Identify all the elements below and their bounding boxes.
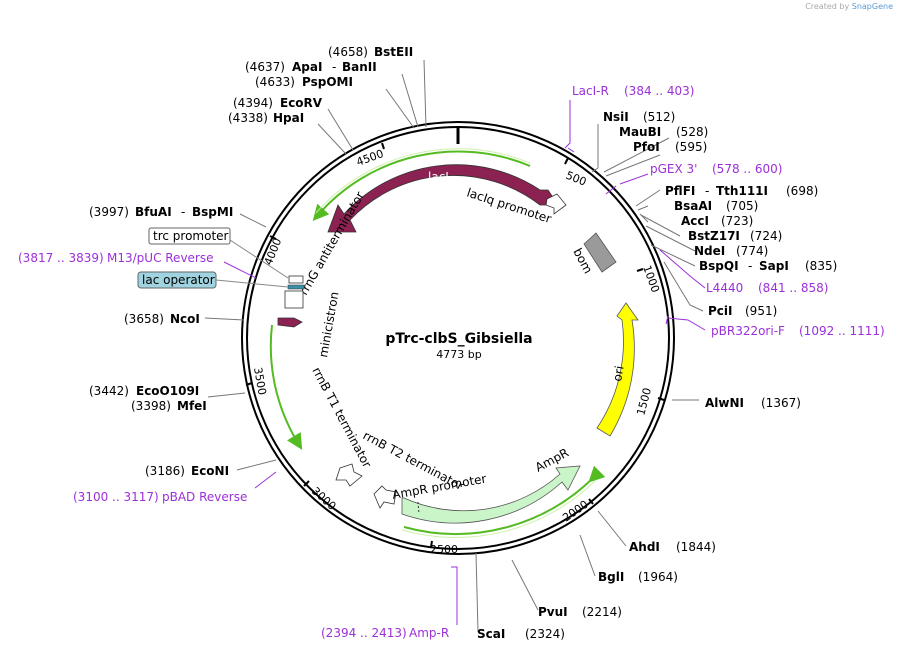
rrnB-T1-label: rrnB T1 terminator bbox=[309, 365, 374, 470]
orf-arrows bbox=[269, 150, 606, 535]
tick-500: 500 bbox=[564, 169, 588, 189]
ori-label: ori bbox=[610, 365, 626, 383]
minicistron-feature[interactable] bbox=[277, 317, 303, 328]
snapgene-brand[interactable]: SnapGene bbox=[851, 2, 893, 11]
tick-labels: 500 1000 1500 2000 2500 3000 3500 4000 4… bbox=[251, 147, 662, 556]
lacI-label: lacI bbox=[428, 170, 449, 184]
bom-feature[interactable] bbox=[583, 232, 617, 273]
plasmid-name: pTrc-clbS_Gibsiella bbox=[385, 331, 532, 347]
plasmid-length: 4773 bp bbox=[436, 348, 481, 361]
lacI-feature[interactable] bbox=[327, 164, 559, 233]
orf-left bbox=[269, 324, 303, 450]
minicistron-label: minicistron bbox=[316, 291, 341, 359]
primer-leaders bbox=[223, 100, 706, 625]
tick-2500: 2500 bbox=[430, 543, 458, 556]
rrnG-feature[interactable] bbox=[284, 290, 304, 309]
lacIq-promoter-arrow[interactable] bbox=[545, 193, 567, 215]
ampR-feature[interactable] bbox=[401, 465, 581, 524]
orf-ampR bbox=[403, 465, 606, 535]
ampR-promoter-arrow[interactable] bbox=[373, 485, 397, 509]
trc-promoter-feature[interactable] bbox=[288, 275, 304, 284]
rrnG-label: rrnG antiterminator bbox=[296, 189, 367, 297]
tick-1500: 1500 bbox=[634, 386, 654, 416]
rrnB-T1-arrow[interactable] bbox=[335, 463, 363, 487]
credit-text: Created by bbox=[805, 2, 850, 11]
lac-operator-feature[interactable] bbox=[287, 284, 305, 290]
tick-marks bbox=[245, 142, 665, 548]
ori-feature[interactable] bbox=[596, 302, 639, 437]
lac-operator-label: lac operator bbox=[142, 273, 215, 287]
tick-1000: 1000 bbox=[640, 264, 662, 295]
backbone-outer bbox=[241, 121, 675, 555]
credit: Created by SnapGene bbox=[805, 2, 893, 11]
trc-promoter-label: trc promoter bbox=[153, 229, 229, 243]
orf-lacI bbox=[312, 150, 531, 222]
site-leaders bbox=[204, 59, 704, 633]
tick-3500: 3500 bbox=[251, 366, 269, 396]
